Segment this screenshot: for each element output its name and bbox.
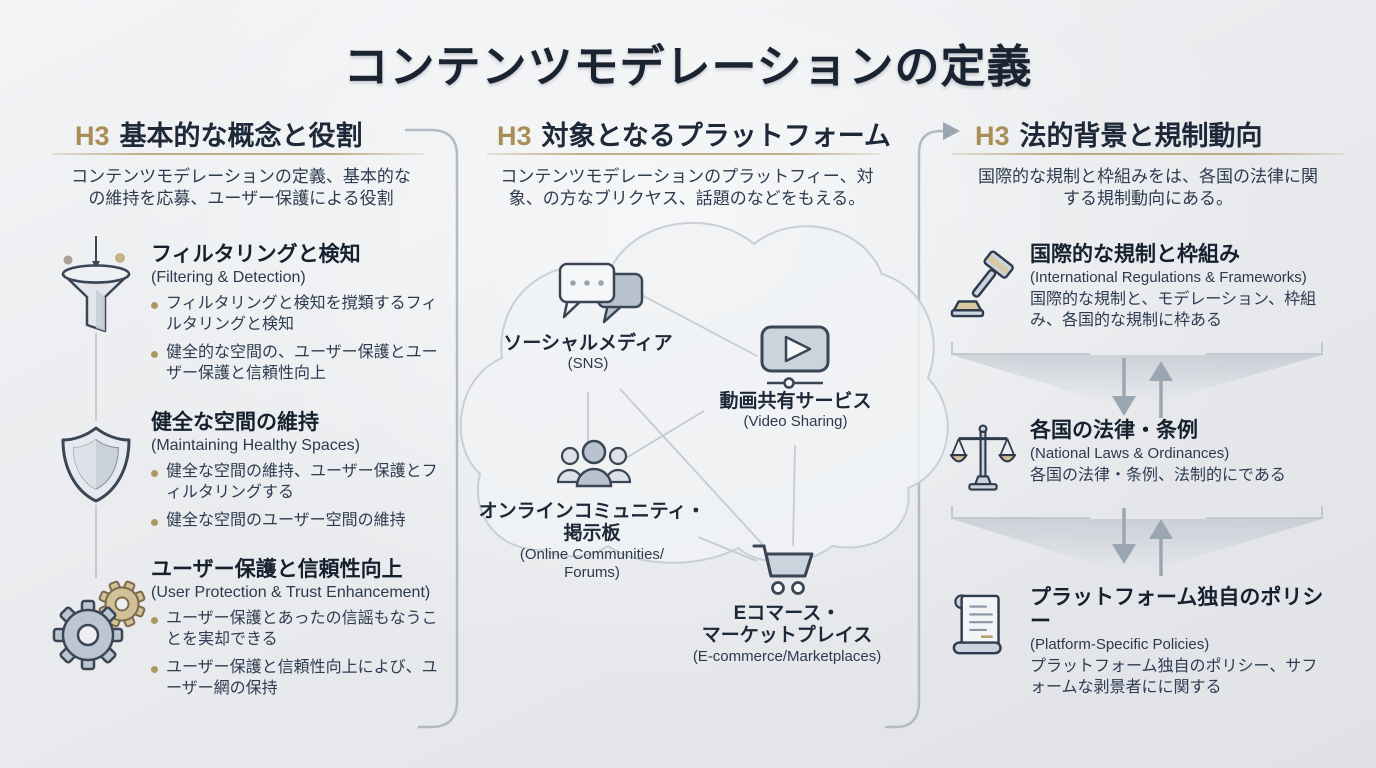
card-shadow <box>952 355 1322 404</box>
bullet-item: ユーザー保護と信頼性向上によび、ユーザー網の保持 <box>151 658 445 700</box>
card-title: プラットフォーム独自のポリシー <box>1030 586 1324 634</box>
page-title: コンテンツモデレーションの定義 <box>343 41 1033 92</box>
scroll-icon <box>952 594 1002 655</box>
card-text: 国際的な規制と、モデレーション、枠組み、各国的な規制に枠ある <box>1030 291 1317 329</box>
h3-tag: H3 <box>497 121 532 151</box>
up-arrow-icon <box>1149 361 1173 418</box>
node-video-sharing: 動画共有サービス (Video Sharing) <box>719 391 872 431</box>
card-shadow <box>952 519 1322 570</box>
section-heading-legal: H3 法的背景と規制動向 <box>975 114 1263 153</box>
bullet-dot <box>151 665 158 673</box>
concept-item-filtering: フィルタリングと検知 (Filtering & Detection) フィルタリ… <box>151 243 445 391</box>
bullet-item: ユーザー保護とあったの信謡もなうことを実却できる <box>151 609 445 651</box>
bullet-item: フィルタリングと検知を撹類するフィルタリングと検知 <box>151 294 445 336</box>
card-platform-policies: プラットフォーム独自のポリシー (Platform-Specific Polic… <box>950 586 1326 699</box>
h3-tag: H3 <box>75 121 110 151</box>
bullet-item: 健全的な空間の、ユーザー保護とユーザー保護と信頼性向上 <box>151 343 445 385</box>
item-title: 健全な空間の維持 <box>151 411 319 434</box>
item-title: フィルタリングと検知 <box>151 243 361 266</box>
bullet-item: 健全な空間のユーザー空間の維持 <box>151 511 445 532</box>
heading-underline <box>952 153 1344 155</box>
down-arrow-icon <box>1112 508 1136 564</box>
scales-icon <box>950 424 1016 491</box>
card-baseline <box>951 506 1323 519</box>
bullet-dot <box>151 302 158 310</box>
chat-bubbles-icon <box>558 262 644 324</box>
bullet-dot <box>151 617 158 625</box>
item-subtitle: (Filtering & Detection) <box>151 269 306 287</box>
section-description: コンテンツモデレーションのプラットフィー、対象、の方なブリクヤス、話題のなどをも… <box>500 167 874 208</box>
bullet-dot <box>151 518 158 526</box>
card-international-regulations: 国際的な規制と枠組み (International Regulations & … <box>950 243 1326 332</box>
heading-text: 基本的な概念と役割 <box>119 121 363 151</box>
gears-icon <box>52 580 146 671</box>
flow-arrow-icon <box>943 122 960 140</box>
section-heading-platforms: H3 対象となるプラットフォーム <box>497 114 891 153</box>
item-subtitle: (Maintaining Healthy Spaces) <box>151 437 360 455</box>
card-national-laws: 各国の法律・条例 (National Laws & Ordinances) 各国… <box>950 419 1326 495</box>
card-body: 国際的な規制と枠組み (International Regulations & … <box>1030 243 1326 332</box>
bullet-item: 健全な空間の維持、ユーザー保護とフィルタリングする <box>151 462 445 504</box>
shopping-cart-icon <box>752 544 814 595</box>
card-body: プラットフォーム独自のポリシー (Platform-Specific Polic… <box>1030 586 1326 699</box>
video-player-icon <box>760 325 830 389</box>
node-ecommerce: Eコマース・ マーケットプレイス (E-commerce/Marketplace… <box>692 603 882 665</box>
people-group-icon <box>556 439 632 488</box>
card-title: 各国の法律・条例 <box>1030 419 1198 442</box>
section-heading-basic-concepts: H3 基本的な概念と役割 <box>75 114 363 153</box>
card-text: プラットフォーム独自のポリシー、サフォームな剥景者にに関する <box>1030 658 1318 697</box>
section-description: 国際的な規制と枠組みをは、各国の法律に関する規制動向にある。 <box>978 167 1318 208</box>
heading-underline <box>487 153 880 155</box>
concept-item-user-protection: ユーザー保護と信頼性向上 (User Protection & Trust En… <box>151 558 445 706</box>
section-description: コンテンツモデレーションの定義、基本的なの維持を応募、ユーザー保護による役割 <box>71 167 411 208</box>
card-subtitle: (International Regulations & Frameworks) <box>1030 269 1307 287</box>
h3-tag: H3 <box>975 121 1010 151</box>
bullet-dot <box>151 470 158 478</box>
gavel-icon <box>950 250 1014 318</box>
funnel-icon <box>61 236 131 333</box>
card-title: 国際的な規制と枠組み <box>1030 243 1240 266</box>
card-body: 各国の法律・条例 (National Laws & Ordinances) 各国… <box>1030 419 1286 487</box>
shield-icon <box>61 426 131 503</box>
heading-underline <box>52 153 424 155</box>
card-subtitle: (Platform-Specific Policies) <box>1030 636 1210 654</box>
node-online-communities: オンラインコミュニティ・ 掲示板 (Online Communities/ Fo… <box>478 501 706 581</box>
item-subtitle: (User Protection & Trust Enhancement) <box>151 584 431 602</box>
card-text: 各国の法律・条例、法制的にである <box>1030 467 1286 485</box>
down-arrow-icon <box>1112 358 1136 416</box>
card-subtitle: (National Laws & Ordinances) <box>1030 445 1230 463</box>
bullet-dot <box>151 350 158 358</box>
up-arrow-icon <box>1149 519 1173 576</box>
heading-text: 法的背景と規制動向 <box>1019 121 1263 151</box>
card-baseline <box>951 342 1323 355</box>
concept-item-healthy-spaces: 健全な空間の維持 (Maintaining Healthy Spaces) 健全… <box>151 411 445 539</box>
node-social-media: ソーシャルメディア (SNS) <box>503 333 673 373</box>
heading-text: 対象となるプラットフォーム <box>541 121 891 151</box>
item-title: ユーザー保護と信頼性向上 <box>151 558 403 581</box>
